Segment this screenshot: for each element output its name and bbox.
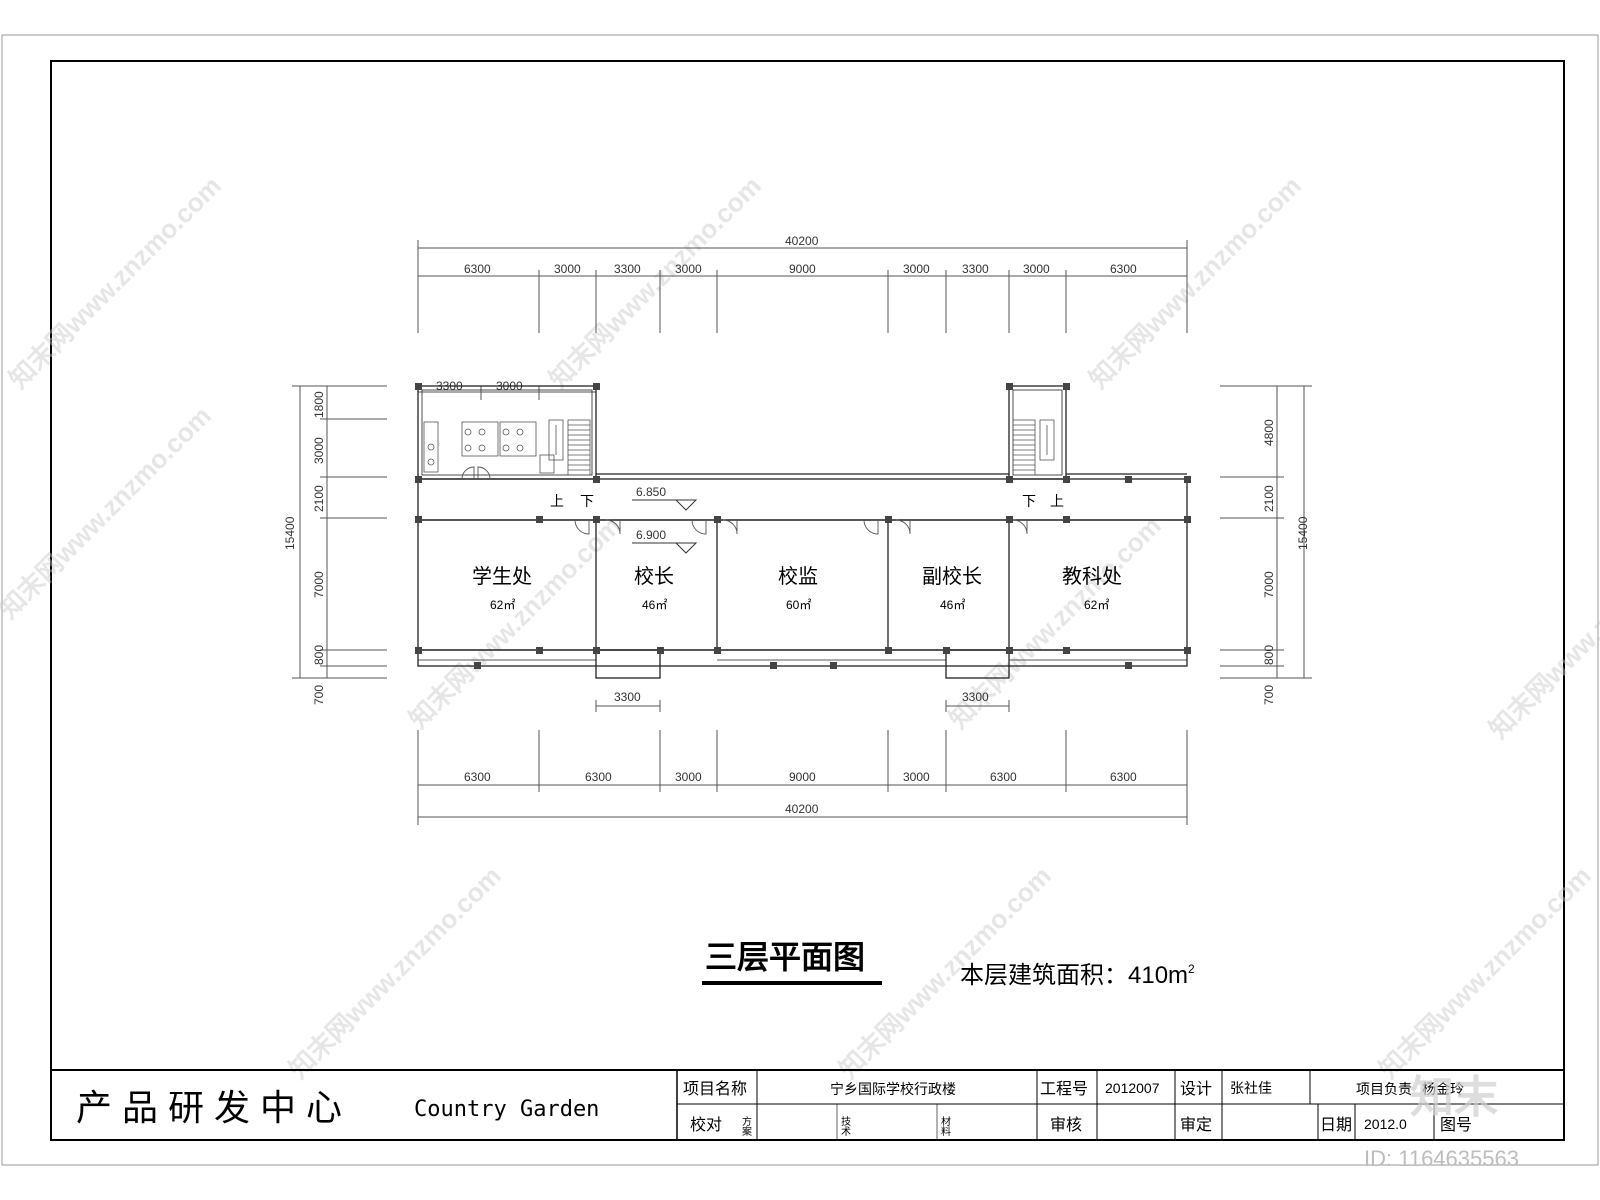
room-area: 62㎡ — [1084, 598, 1109, 612]
bottom-dimension-label: 3000 — [675, 770, 702, 784]
right-dimension-label: 700 — [1262, 685, 1276, 705]
right-dimension-label: 2100 — [1262, 485, 1276, 512]
stair-down-label: 下 — [1022, 493, 1036, 509]
watermark-text: 知末网www.znzmo.com — [0, 400, 217, 624]
building-plan — [417, 385, 1188, 679]
top-dimension-label: 3300 — [614, 262, 641, 276]
bottom-dimension-label: 9000 — [789, 770, 816, 784]
pm-name: 杨金玲 — [1422, 1081, 1464, 1097]
room-name: 副校长 — [922, 565, 982, 588]
left-dimension-label: 800 — [312, 645, 326, 665]
bottom-dimension-label: 6300 — [990, 770, 1017, 784]
right-dimension-label: 7000 — [1262, 571, 1276, 598]
toilet-fixtures — [423, 421, 555, 474]
room-area: 62㎡ — [490, 598, 515, 612]
right-dimension-lines — [1220, 385, 1312, 679]
approve-label: 审定 — [1180, 1116, 1212, 1134]
right-total-dimension: 15400 — [1296, 516, 1310, 550]
top-dimension-label: 3000 — [903, 262, 930, 276]
left-dimension-lines — [292, 385, 387, 679]
columns — [415, 383, 1191, 669]
top-total-dimension: 40200 — [785, 234, 819, 248]
left-dimension-label: 1800 — [312, 391, 326, 418]
job-no-label: 工程号 — [1040, 1080, 1088, 1098]
room-name: 校监 — [778, 565, 818, 588]
drawing-no-label: 图号 — [1440, 1116, 1472, 1134]
left-dimension-label: 2100 — [312, 485, 326, 512]
review-label: 审核 — [1050, 1116, 1082, 1134]
outer-frame — [1, 34, 1599, 1166]
company-name-en: Country Garden — [414, 1097, 599, 1122]
title-block — [51, 1069, 1564, 1140]
stair-left — [548, 419, 591, 476]
room-area: 46㎡ — [940, 598, 965, 612]
watermark-text: 知末网www.znzmo.com — [283, 860, 507, 1084]
watermark-text: 知末网www.znzmo.com — [1483, 520, 1600, 744]
top-dimension-lines — [417, 240, 1188, 333]
entry-dimension-lines — [595, 700, 1010, 712]
watermark-text: 知末网www.znzmo.com — [1083, 170, 1307, 394]
tech-label: 技术 — [839, 1115, 851, 1137]
entry-dimension-label: 3300 — [962, 690, 989, 704]
bottom-dimension-label: 6300 — [464, 770, 491, 784]
designer: 张社佳 — [1230, 1080, 1272, 1096]
company-name: 产 品 研 发 中 心 — [76, 1087, 342, 1128]
stair-right — [1012, 419, 1055, 476]
elevation-upper: 6.850 — [636, 485, 666, 499]
room-name: 学生处 — [472, 565, 532, 588]
entry-dimension-label: 3300 — [614, 690, 641, 704]
left-dimension-label: 3000 — [312, 437, 326, 464]
floor-area-label: 本层建筑面积：410m2 — [960, 962, 1195, 989]
image-id: ID: 1164635563 — [1364, 1146, 1519, 1171]
top-dimension-label: 6300 — [464, 262, 491, 276]
top-dimension-label: 9000 — [789, 262, 816, 276]
project-name-label: 项目名称 — [683, 1080, 747, 1098]
top-dimension-label: 3000 — [1023, 262, 1050, 276]
watermark-text: 知末网www.znzmo.com — [403, 510, 627, 734]
scheme-label: 方案 — [740, 1115, 752, 1137]
door-swings — [461, 466, 1028, 535]
drawing-border — [50, 60, 1565, 1141]
left-dimension-label: 700 — [312, 685, 326, 705]
drawing-title: 三层平面图 — [705, 939, 865, 975]
room-area: 46㎡ — [642, 598, 667, 612]
stair-up-label: 上 — [1050, 493, 1064, 509]
left-total-dimension: 15400 — [283, 516, 297, 550]
stair-up-label: 上 — [550, 493, 564, 509]
znzmo-logo: 知末 — [1410, 1073, 1498, 1122]
bottom-dimension-label: 6300 — [585, 770, 612, 784]
design-label: 设计 — [1180, 1080, 1212, 1098]
room-name: 教科处 — [1062, 565, 1122, 588]
date-value: 2012.0 — [1364, 1116, 1407, 1132]
elevation-marks — [632, 499, 698, 554]
job-no: 2012007 — [1105, 1080, 1160, 1096]
project-name: 宁乡国际学校行政楼 — [830, 1081, 956, 1097]
bottom-total-dimension: 40200 — [785, 802, 819, 816]
left-dimension-label: 7000 — [312, 571, 326, 598]
room-name: 校长 — [634, 565, 674, 588]
watermark-text: 知末网www.znzmo.com — [3, 170, 227, 394]
date-label: 日期 — [1320, 1116, 1352, 1134]
top-dimension-label: 6300 — [1110, 262, 1137, 276]
bottom-dimension-lines — [417, 730, 1188, 825]
top-dimension-label: 3300 — [962, 262, 989, 276]
bottom-dimension-label: 3000 — [903, 770, 930, 784]
right-dimension-label: 800 — [1262, 645, 1276, 665]
right-dimension-label: 4800 — [1262, 419, 1276, 446]
check-label: 校对 — [690, 1116, 722, 1134]
bottom-dimension-label: 6300 — [1110, 770, 1137, 784]
room-area: 60㎡ — [786, 598, 811, 612]
top-dimension-label: 3000 — [554, 262, 581, 276]
pm-label: 项目负责 — [1356, 1081, 1412, 1097]
elevation-lower: 6.900 — [636, 528, 666, 542]
material-label: 材料 — [939, 1115, 951, 1137]
top-dimension-label: 3000 — [675, 262, 702, 276]
watermark-text: 知末网www.znzmo.com — [543, 170, 767, 394]
stair-down-label: 下 — [580, 493, 594, 509]
